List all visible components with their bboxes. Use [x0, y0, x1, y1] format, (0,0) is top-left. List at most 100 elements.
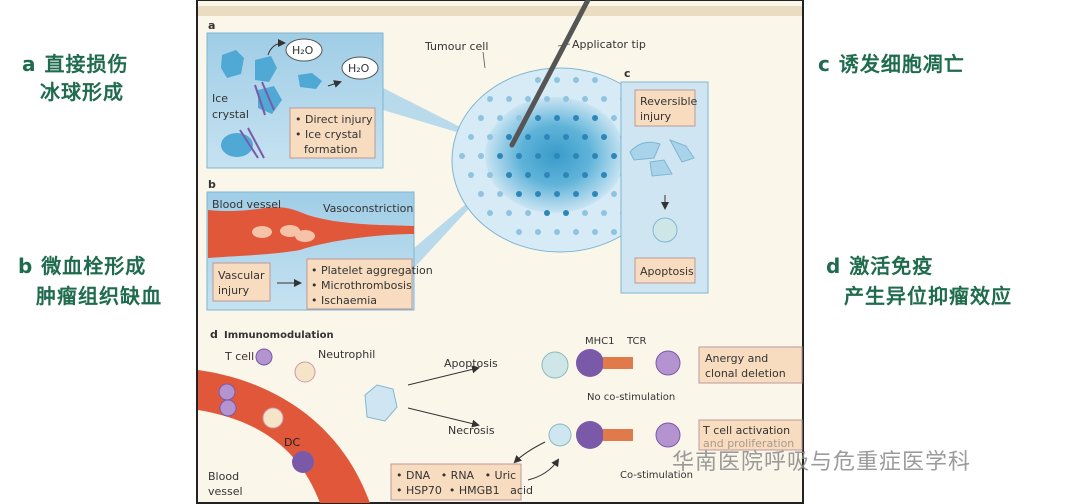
tumour-cell-nucleus [497, 115, 503, 121]
tumour-cell-nucleus [487, 96, 493, 102]
tumour-cell-nucleus [525, 172, 531, 178]
tumour-cell-nucleus [497, 191, 503, 197]
tumour-cell-nucleus [525, 210, 531, 216]
injured-cells [629, 139, 695, 177]
tumour-cell-nucleus [554, 153, 560, 159]
tumour-cell-nucleus [592, 115, 598, 121]
tumour-cell-nucleus [573, 153, 579, 159]
tumour-cell-nucleus [573, 229, 579, 235]
activation-label: T cell activation [702, 424, 790, 437]
bullet: • Microthrombosis [311, 279, 412, 292]
tumour-cell-nucleus [497, 153, 503, 159]
tumour-cell-nucleus [506, 172, 512, 178]
apoptosis-path-label: Apoptosis [444, 357, 498, 370]
tumour-cell-nucleus [592, 153, 598, 159]
tumour-cell-nucleus [544, 96, 550, 102]
applicator-tip-label: Applicator tip [572, 38, 646, 51]
tumour-cell-nucleus [563, 134, 569, 140]
tumour-cell-nucleus [516, 229, 522, 235]
no-costimulation-label: No co-stimulation [587, 392, 675, 403]
t-cell [255, 348, 273, 366]
tcr-label: TCR [626, 336, 647, 347]
activation-box [698, 419, 803, 451]
ice-label: Ice [212, 92, 228, 105]
apoptosis-label: Apoptosis [640, 265, 694, 278]
tumour-cell-label: Tumour cell [424, 40, 488, 53]
tumour-cell-nucleus [544, 172, 550, 178]
tumour-cell-nucleus [554, 115, 560, 121]
tumour-cell-nucleus [573, 115, 579, 121]
bullet: formation [304, 143, 357, 156]
bullet: • Ischaemia [311, 294, 377, 307]
annotation-a-subtitle: 冰球形成 [40, 80, 124, 104]
activation-label-2: and proliferation [703, 437, 794, 450]
tumour-cell-nucleus [611, 115, 617, 121]
tumour-cell-nucleus [582, 172, 588, 178]
tumour-cell-nucleus [535, 191, 541, 197]
panel-a-label-box [289, 107, 376, 159]
tumour-cell-nucleus [601, 210, 607, 216]
tumour-cell-nucleus [601, 96, 607, 102]
damp-box [390, 463, 522, 501]
vascular-injury-box [212, 262, 271, 302]
h2o-bubble-2 [341, 56, 379, 80]
vascular-label-2: injury [218, 284, 250, 297]
blood-vessel-label-2: vessel [208, 485, 243, 498]
reversible-injury-box [634, 89, 696, 127]
costimulation-label: Co-stimulation [620, 470, 693, 481]
reversible-label: Reversible [640, 95, 698, 108]
tumour-cell-nucleus [582, 134, 588, 140]
panel-d-letter: d [210, 328, 218, 341]
tumour-cell-nucleus [506, 96, 512, 102]
tumour-cell-nucleus [535, 115, 541, 121]
tumour-cell-nucleus [601, 134, 607, 140]
tumour-cells-d [364, 384, 398, 422]
panel-c-letter: c [624, 67, 631, 80]
damp-label: • DNA • RNA • Uric [396, 469, 516, 482]
tumour-cell-nucleus [487, 134, 493, 140]
tumour-cell-nucleus [563, 172, 569, 178]
tumour-cell-nucleus [535, 77, 541, 83]
tumour-cell-nucleus [487, 172, 493, 178]
t-cell-label: T cell [224, 350, 254, 363]
tumour-cell-nucleus [592, 77, 598, 83]
skin-band [198, 6, 802, 16]
apoptotic-cell [652, 217, 678, 243]
blood-vessel-label: Blood vessel [212, 198, 281, 211]
t-cell-2 [655, 422, 681, 448]
tumour-cell-nucleus [554, 229, 560, 235]
tumour-cell-nucleus [573, 191, 579, 197]
tumour-cell-nucleus [478, 115, 484, 121]
tumour-cell-nucleus [554, 77, 560, 83]
tumour-cell-nucleus [573, 77, 579, 83]
annotation-d-subtitle: 产生异位抑瘤效应 [844, 284, 1012, 308]
tumour-cell-nucleus [535, 229, 541, 235]
tumour-cell-nucleus [516, 191, 522, 197]
tumour-cell-nucleus [592, 229, 598, 235]
tumour-cell-nucleus [554, 191, 560, 197]
tumour-cell-nucleus [582, 96, 588, 102]
anergy-label-2: clonal deletion [705, 367, 786, 380]
h2o-label-1: H₂O [292, 44, 314, 57]
applicator-tip [509, 0, 591, 148]
vascular-label: Vascular [218, 269, 265, 282]
apc-2 [576, 421, 604, 449]
tumour-cell-nucleus [611, 153, 617, 159]
tumour-cell-nucleus [478, 191, 484, 197]
reversible-label-2: injury [640, 110, 672, 123]
bullet: • Ice crystal [295, 128, 361, 141]
neutrophil-label: Neutrophil [318, 348, 375, 361]
tumour-cell-nucleus [592, 191, 598, 197]
panel-b-letter: b [208, 178, 216, 191]
panel-b-label-box [306, 258, 413, 310]
apc-1 [576, 349, 604, 377]
tumour-cell-nucleus [525, 134, 531, 140]
necrosis-path-label: Necrosis [448, 424, 495, 437]
panel-d-title: Immunomodulation [224, 330, 334, 341]
neutrophil [294, 361, 316, 383]
annotation-a-title: a 直接损伤 [22, 52, 129, 76]
annotation-c-title: c 诱发细胞凋亡 [818, 52, 965, 76]
vasoconstriction-label: Vasoconstriction [323, 202, 413, 215]
ice-label-2: crystal [212, 108, 249, 121]
